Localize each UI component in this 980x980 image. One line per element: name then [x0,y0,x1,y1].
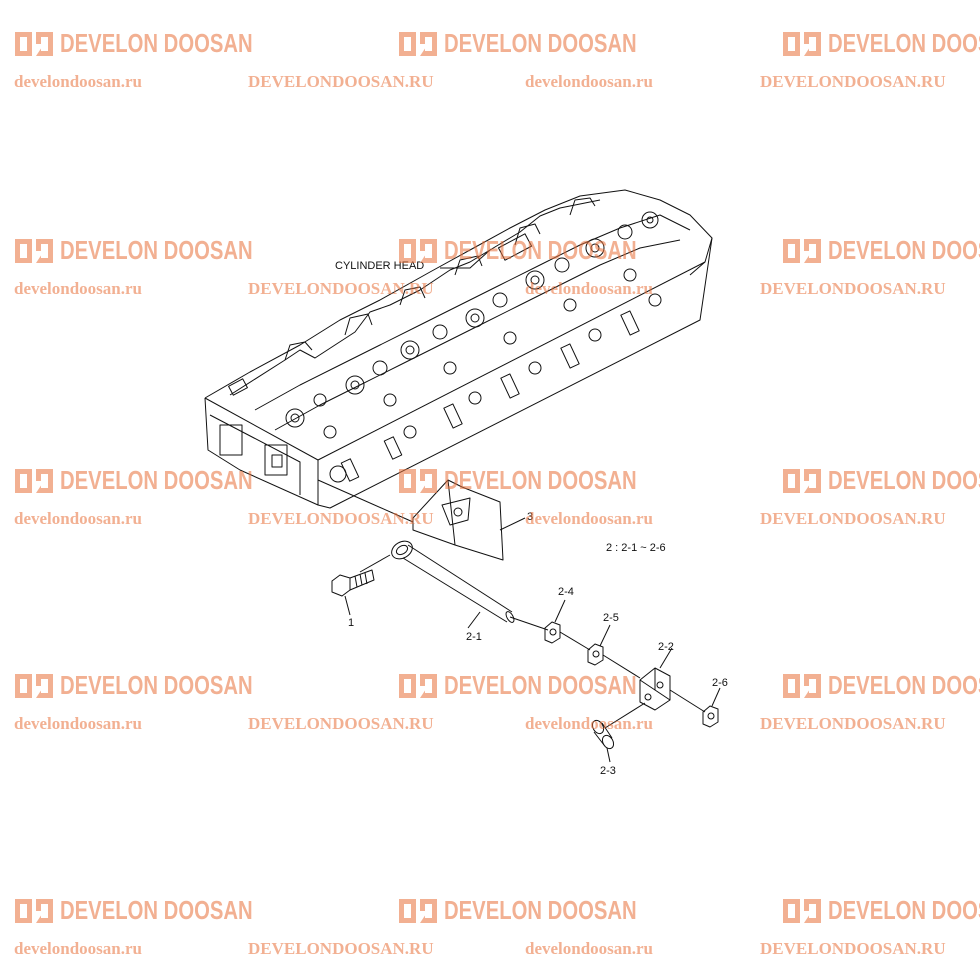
watermark-url: DEVELONDOOSAN.RU [760,279,946,298]
watermark-brand-text: DEVELON DOOSAN [828,28,980,58]
watermark-brand-text: DEVELON DOOSAN [60,235,253,265]
cylinder-head-leader [440,249,491,269]
part-2-6-nut [702,687,721,728]
watermark-logo: DEVELON DOOSAN [782,465,980,496]
cylinder-head-drawing [204,189,713,509]
watermark-url: DEVELONDOOSAN.RU [760,714,946,733]
part-3-bracket [317,479,526,561]
watermark-brand-text: DEVELON DOOSAN [828,235,980,265]
watermark-url: DEVELONDOOSAN.RU [248,714,434,733]
watermark-brand-text: DEVELON DOOSAN [444,28,637,58]
watermark-url: develondoosan.ru [525,714,653,733]
watermark-logo: DEVELON DOOSAN [14,235,307,266]
watermark-brand-text: DEVELON DOOSAN [828,670,980,700]
part-1-bolt [331,569,375,616]
watermark-logo: DEVELON DOOSAN [398,235,691,266]
watermark-brand-text: DEVELON DOOSAN [60,670,253,700]
watermark-logo: DEVELON DOOSAN [398,895,691,926]
watermark-brand-text: DEVELON DOOSAN [444,465,637,495]
watermark-brand-text: DEVELON DOOSAN [60,465,253,495]
develon-logo-icon [783,468,821,493]
watermark-url: develondoosan.ru [14,509,142,528]
watermark-url: develondoosan.ru [14,939,142,958]
develon-logo-icon [783,898,821,923]
watermark-url: develondoosan.ru [525,72,653,91]
watermark-url: develondoosan.ru [14,279,142,298]
develon-logo-icon [15,673,53,698]
watermark-url: develondoosan.ru [525,509,653,528]
develon-logo-icon [783,673,821,698]
develon-logo-icon [15,31,53,56]
callout-2-6: 2-6 [712,677,728,689]
develon-logo-icon [15,238,53,263]
watermark-logo: DEVELON DOOSAN [14,28,307,59]
watermark-logo: DEVELON DOOSAN [14,895,307,926]
develon-logo-icon [399,468,437,493]
watermark-url: develondoosan.ru [525,279,653,298]
watermark-logo: DEVELON DOOSAN [782,235,980,266]
watermark-brand-text: DEVELON DOOSAN [828,465,980,495]
part-2-5-nut [587,624,641,679]
watermark-logo: DEVELON DOOSAN [398,465,691,496]
watermark-url: DEVELONDOOSAN.RU [760,509,946,528]
cylinder-head-label: CYLINDER HEAD [335,260,424,272]
part-2-3-spacer [591,702,646,763]
watermark-url: develondoosan.ru [14,72,142,91]
callout-2-5: 2-5 [603,612,619,624]
watermark-brand-text: DEVELON DOOSAN [60,895,253,925]
watermark-brand-text: DEVELON DOOSAN [444,235,637,265]
group-note: 2 : 2-1 ~ 2-6 [606,542,666,554]
watermark-url: develondoosan.ru [14,714,142,733]
develon-logo-icon [783,31,821,56]
part-2-2-clamp [639,647,706,713]
watermark-logo: DEVELON DOOSAN [398,28,691,59]
watermark-logo: DEVELON DOOSAN [14,670,307,701]
watermark-logo: DEVELON DOOSAN [782,895,980,926]
develon-logo-icon [15,468,53,493]
watermark-url: DEVELONDOOSAN.RU [248,72,434,91]
watermark-url: develondoosan.ru [525,939,653,958]
watermark-brand-text: DEVELON DOOSAN [60,28,253,58]
callout-1: 1 [348,617,354,629]
develon-logo-icon [783,238,821,263]
watermark-brand-text: DEVELON DOOSAN [828,895,980,925]
watermark-url: DEVELONDOOSAN.RU [760,939,946,958]
part-2-1-rod [359,540,549,631]
callout-2-1: 2-1 [466,631,482,643]
watermark-logo: DEVELON DOOSAN [782,670,980,701]
develon-logo-icon [399,673,437,698]
callout-2-3: 2-3 [600,765,616,777]
watermark-logo: DEVELON DOOSAN [14,465,307,496]
watermark-url: DEVELONDOOSAN.RU [248,509,434,528]
callout-2-4: 2-4 [558,586,574,598]
callout-3: 3 [527,511,533,523]
watermark-brand-text: DEVELON DOOSAN [444,670,637,700]
develon-logo-icon [399,898,437,923]
develon-logo-icon [15,898,53,923]
watermark-url: DEVELONDOOSAN.RU [248,939,434,958]
watermark-brand-text: DEVELON DOOSAN [444,895,637,925]
part-2-4-nut [544,599,591,651]
callout-2-2: 2-2 [658,641,674,653]
watermark-url: DEVELONDOOSAN.RU [760,72,946,91]
watermark-url: DEVELONDOOSAN.RU [248,279,434,298]
develon-logo-icon [399,31,437,56]
watermark-logo: DEVELON DOOSAN [398,670,691,701]
develon-logo-icon [399,238,437,263]
watermark-logo: DEVELON DOOSAN [782,28,980,59]
